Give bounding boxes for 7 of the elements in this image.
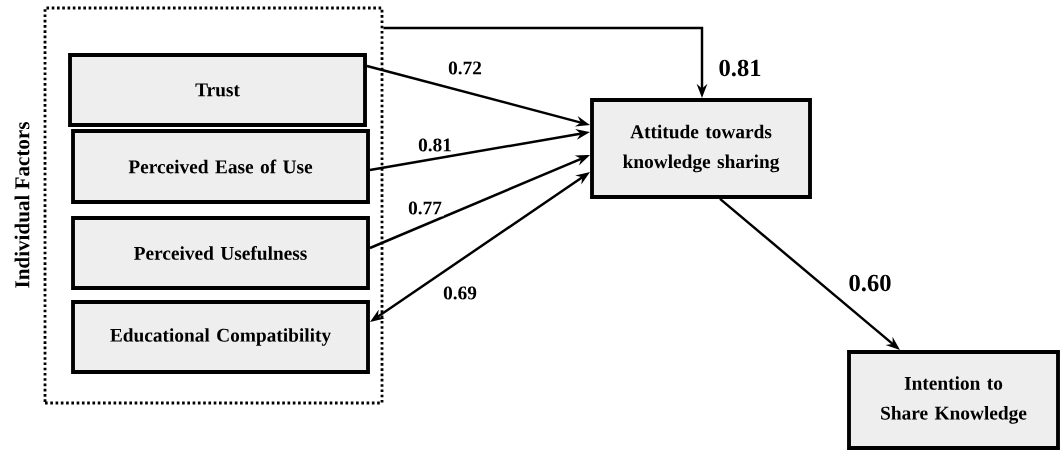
node-label: Individual Factors — [14, 122, 30, 288]
factor-box: Perceived Usefulness — [71, 216, 370, 290]
factor-box: Perceived Ease of Use — [71, 129, 370, 204]
factor-box: Intention to Share Knowledge — [847, 350, 1060, 450]
factor-box: Attitude towards knowledge sharing — [590, 98, 812, 199]
factor-box: Trust — [68, 53, 367, 127]
factor-box: Educational Compatibility — [71, 300, 370, 374]
